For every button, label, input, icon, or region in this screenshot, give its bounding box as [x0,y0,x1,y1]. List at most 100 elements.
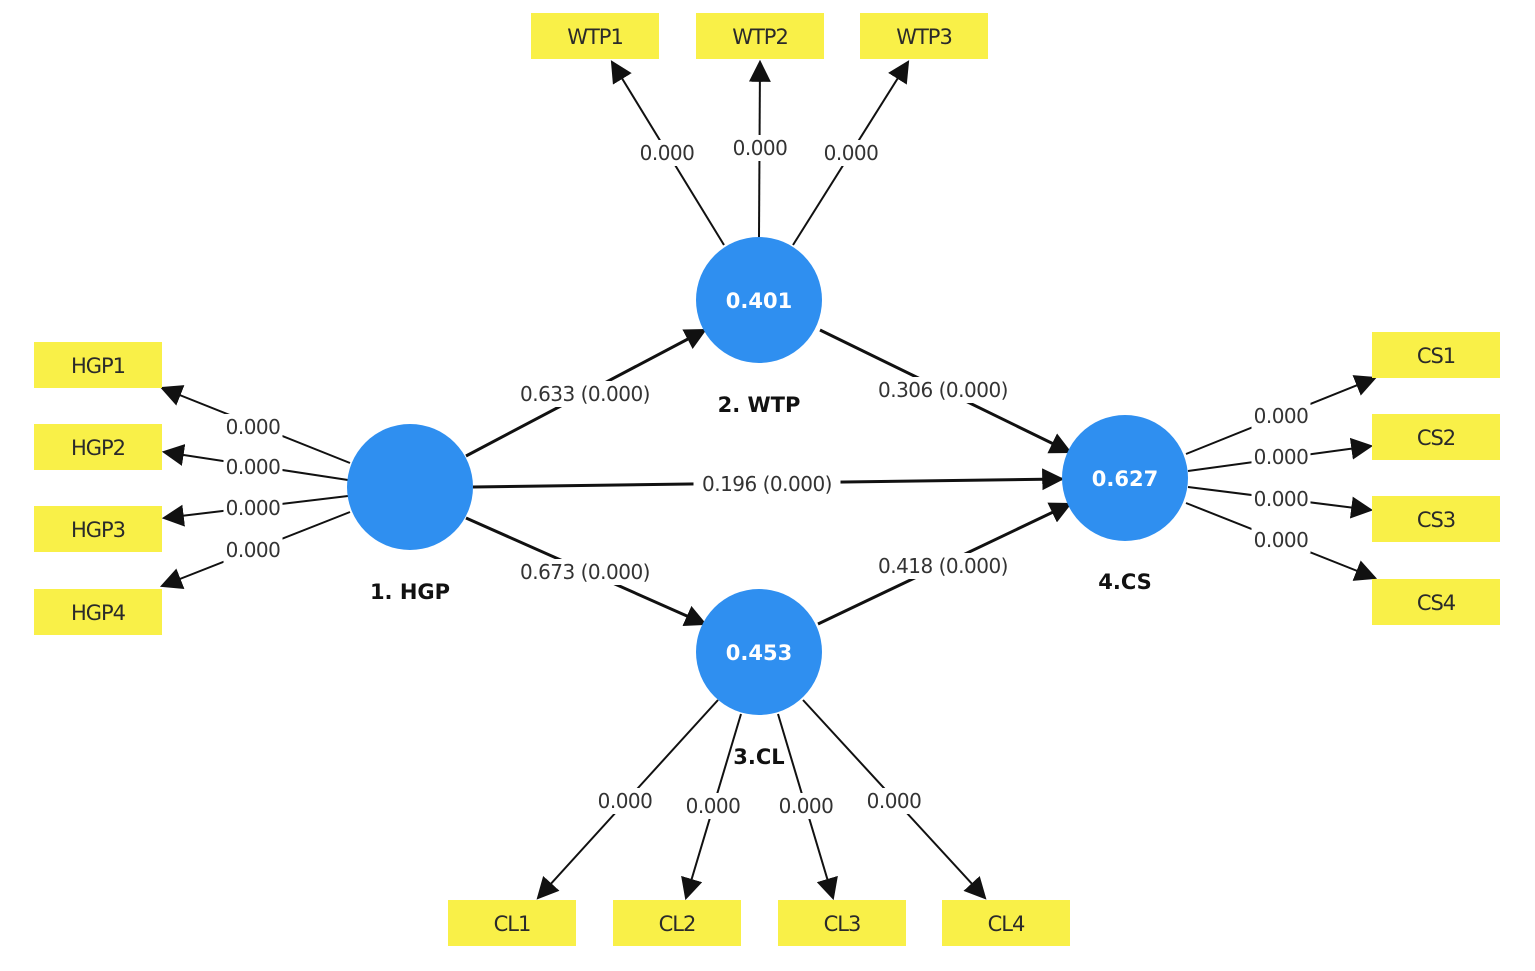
indicator-wtp1[interactable]: WTP1 [531,13,659,59]
path-label-hgp-wtp-bg [511,381,659,407]
indicator-hgp1[interactable]: HGP1 [34,342,162,388]
loading-label-cs4-text: 0.000 [1254,528,1309,552]
indicator-wtp3[interactable]: WTP3 [860,13,988,59]
loading-label-hgp1-bg [223,414,283,440]
construct-hgp[interactable]: 1. HGP [347,424,473,604]
loading-label-cl4-bg [864,788,924,814]
loading-label-wtp3-text: 0.000 [824,141,879,165]
indicator-wtp2[interactable]: WTP2 [696,13,824,59]
path-label-hgp-cs-bg [693,471,841,497]
loading-label-hgp3: 0.000 [223,495,283,521]
loading-label-wtp2-bg [730,135,790,161]
indicator-box [34,589,162,635]
path-label-cl-cs: 0.418 (0.000) [869,553,1017,579]
indicator-label: HGP2 [71,436,125,460]
indicator-hgp2[interactable]: HGP2 [34,424,162,470]
loading-label-cl1: 0.000 [595,788,655,814]
indicator-cs4[interactable]: CS4 [1372,579,1500,625]
indicator-box [34,342,162,388]
construct-label: 1. HGP [370,580,450,604]
indicator-label: CS1 [1417,344,1455,368]
indicator-label: CL4 [988,912,1025,936]
indicator-label: CL2 [659,912,696,936]
indicator-cs2[interactable]: CS2 [1372,414,1500,460]
construct-circle [1062,415,1188,541]
construct-circle [696,237,822,363]
loading-label-cs1-bg [1251,403,1311,429]
indicator-label: HGP4 [71,601,126,625]
indicator-cl2[interactable]: CL2 [613,900,741,946]
path-label-wtp-cs: 0.306 (0.000) [869,377,1017,403]
indicator-box [34,506,162,552]
loading-label-hgp2-text: 0.000 [226,455,281,479]
loading-label-cl2-text: 0.000 [686,794,741,818]
indicator-label: WTP1 [567,25,623,49]
loading-label-cs2: 0.000 [1251,444,1311,470]
loading-label-cl4-text: 0.000 [867,789,922,813]
indicator-box [1372,496,1500,542]
loading-label-cs1-text: 0.000 [1254,404,1309,428]
loading-label-cl1-bg [595,788,655,814]
path-label-hgp-wtp: 0.633 (0.000) [511,381,659,407]
loading-label-wtp3: 0.000 [821,140,881,166]
path-label-hgp-cl: 0.673 (0.000) [511,559,659,585]
indicator-hgp3[interactable]: HGP3 [34,506,162,552]
indicator-cl1[interactable]: CL1 [448,900,576,946]
indicator-label: CL1 [494,912,531,936]
indicator-hgp4[interactable]: HGP4 [34,589,162,635]
indicator-box [613,900,741,946]
indicator-box [860,13,988,59]
loading-label-hgp3-text: 0.000 [226,496,281,520]
loading-label-cs2-bg [1251,444,1311,470]
indicator-cs3[interactable]: CS3 [1372,496,1500,542]
loading-label-cl3-text: 0.000 [779,794,834,818]
loading-label-hgp1-text: 0.000 [226,415,281,439]
path-label-cl-cs-bg [869,553,1017,579]
loading-label-cs4-bg [1251,527,1311,553]
loading-label-cl2-bg [683,793,743,819]
loading-label-cs1: 0.000 [1251,403,1311,429]
loading-label-hgp1: 0.000 [223,414,283,440]
loading-label-cl3-bg [776,793,836,819]
indicator-box [448,900,576,946]
path-label-wtp-cs-bg [869,377,1017,403]
loading-label-wtp1: 0.000 [637,140,697,166]
indicator-label: CL3 [824,912,861,936]
indicator-label: HGP1 [71,354,125,378]
loading-label-hgp4-text: 0.000 [226,538,281,562]
indicator-cl4[interactable]: CL4 [942,900,1070,946]
path-label-hgp-cs: 0.196 (0.000) [693,471,841,497]
construct-circle [347,424,473,550]
indicator-cs1[interactable]: CS1 [1372,332,1500,378]
loading-label-wtp2: 0.000 [730,135,790,161]
indicator-box [942,900,1070,946]
path-label-hgp-wtp-text: 0.633 (0.000) [520,382,650,406]
construct-r2-value: 0.627 [1092,467,1158,491]
indicator-box [1372,332,1500,378]
path-label-cl-cs-text: 0.418 (0.000) [878,554,1008,578]
indicator-label: CS2 [1417,426,1455,450]
loading-label-hgp2-bg [223,454,283,480]
indicator-cl3[interactable]: CL3 [778,900,906,946]
loading-label-cl3: 0.000 [776,793,836,819]
construct-label: 3.CL [733,745,784,769]
loading-label-cs3-text: 0.000 [1254,487,1309,511]
path-label-hgp-cs-text: 0.196 (0.000) [702,472,832,496]
indicator-box [1372,579,1500,625]
loading-label-cs4: 0.000 [1251,527,1311,553]
path-label-wtp-cs-text: 0.306 (0.000) [878,378,1008,402]
path-label-hgp-cl-bg [511,559,659,585]
loading-label-wtp3-bg [821,140,881,166]
loading-label-cl2: 0.000 [683,793,743,819]
construct-label: 2. WTP [718,393,801,417]
indicator-label: CS3 [1417,508,1455,532]
indicator-box [531,13,659,59]
loading-label-hgp3-bg [223,495,283,521]
loading-label-cl1-text: 0.000 [598,789,653,813]
